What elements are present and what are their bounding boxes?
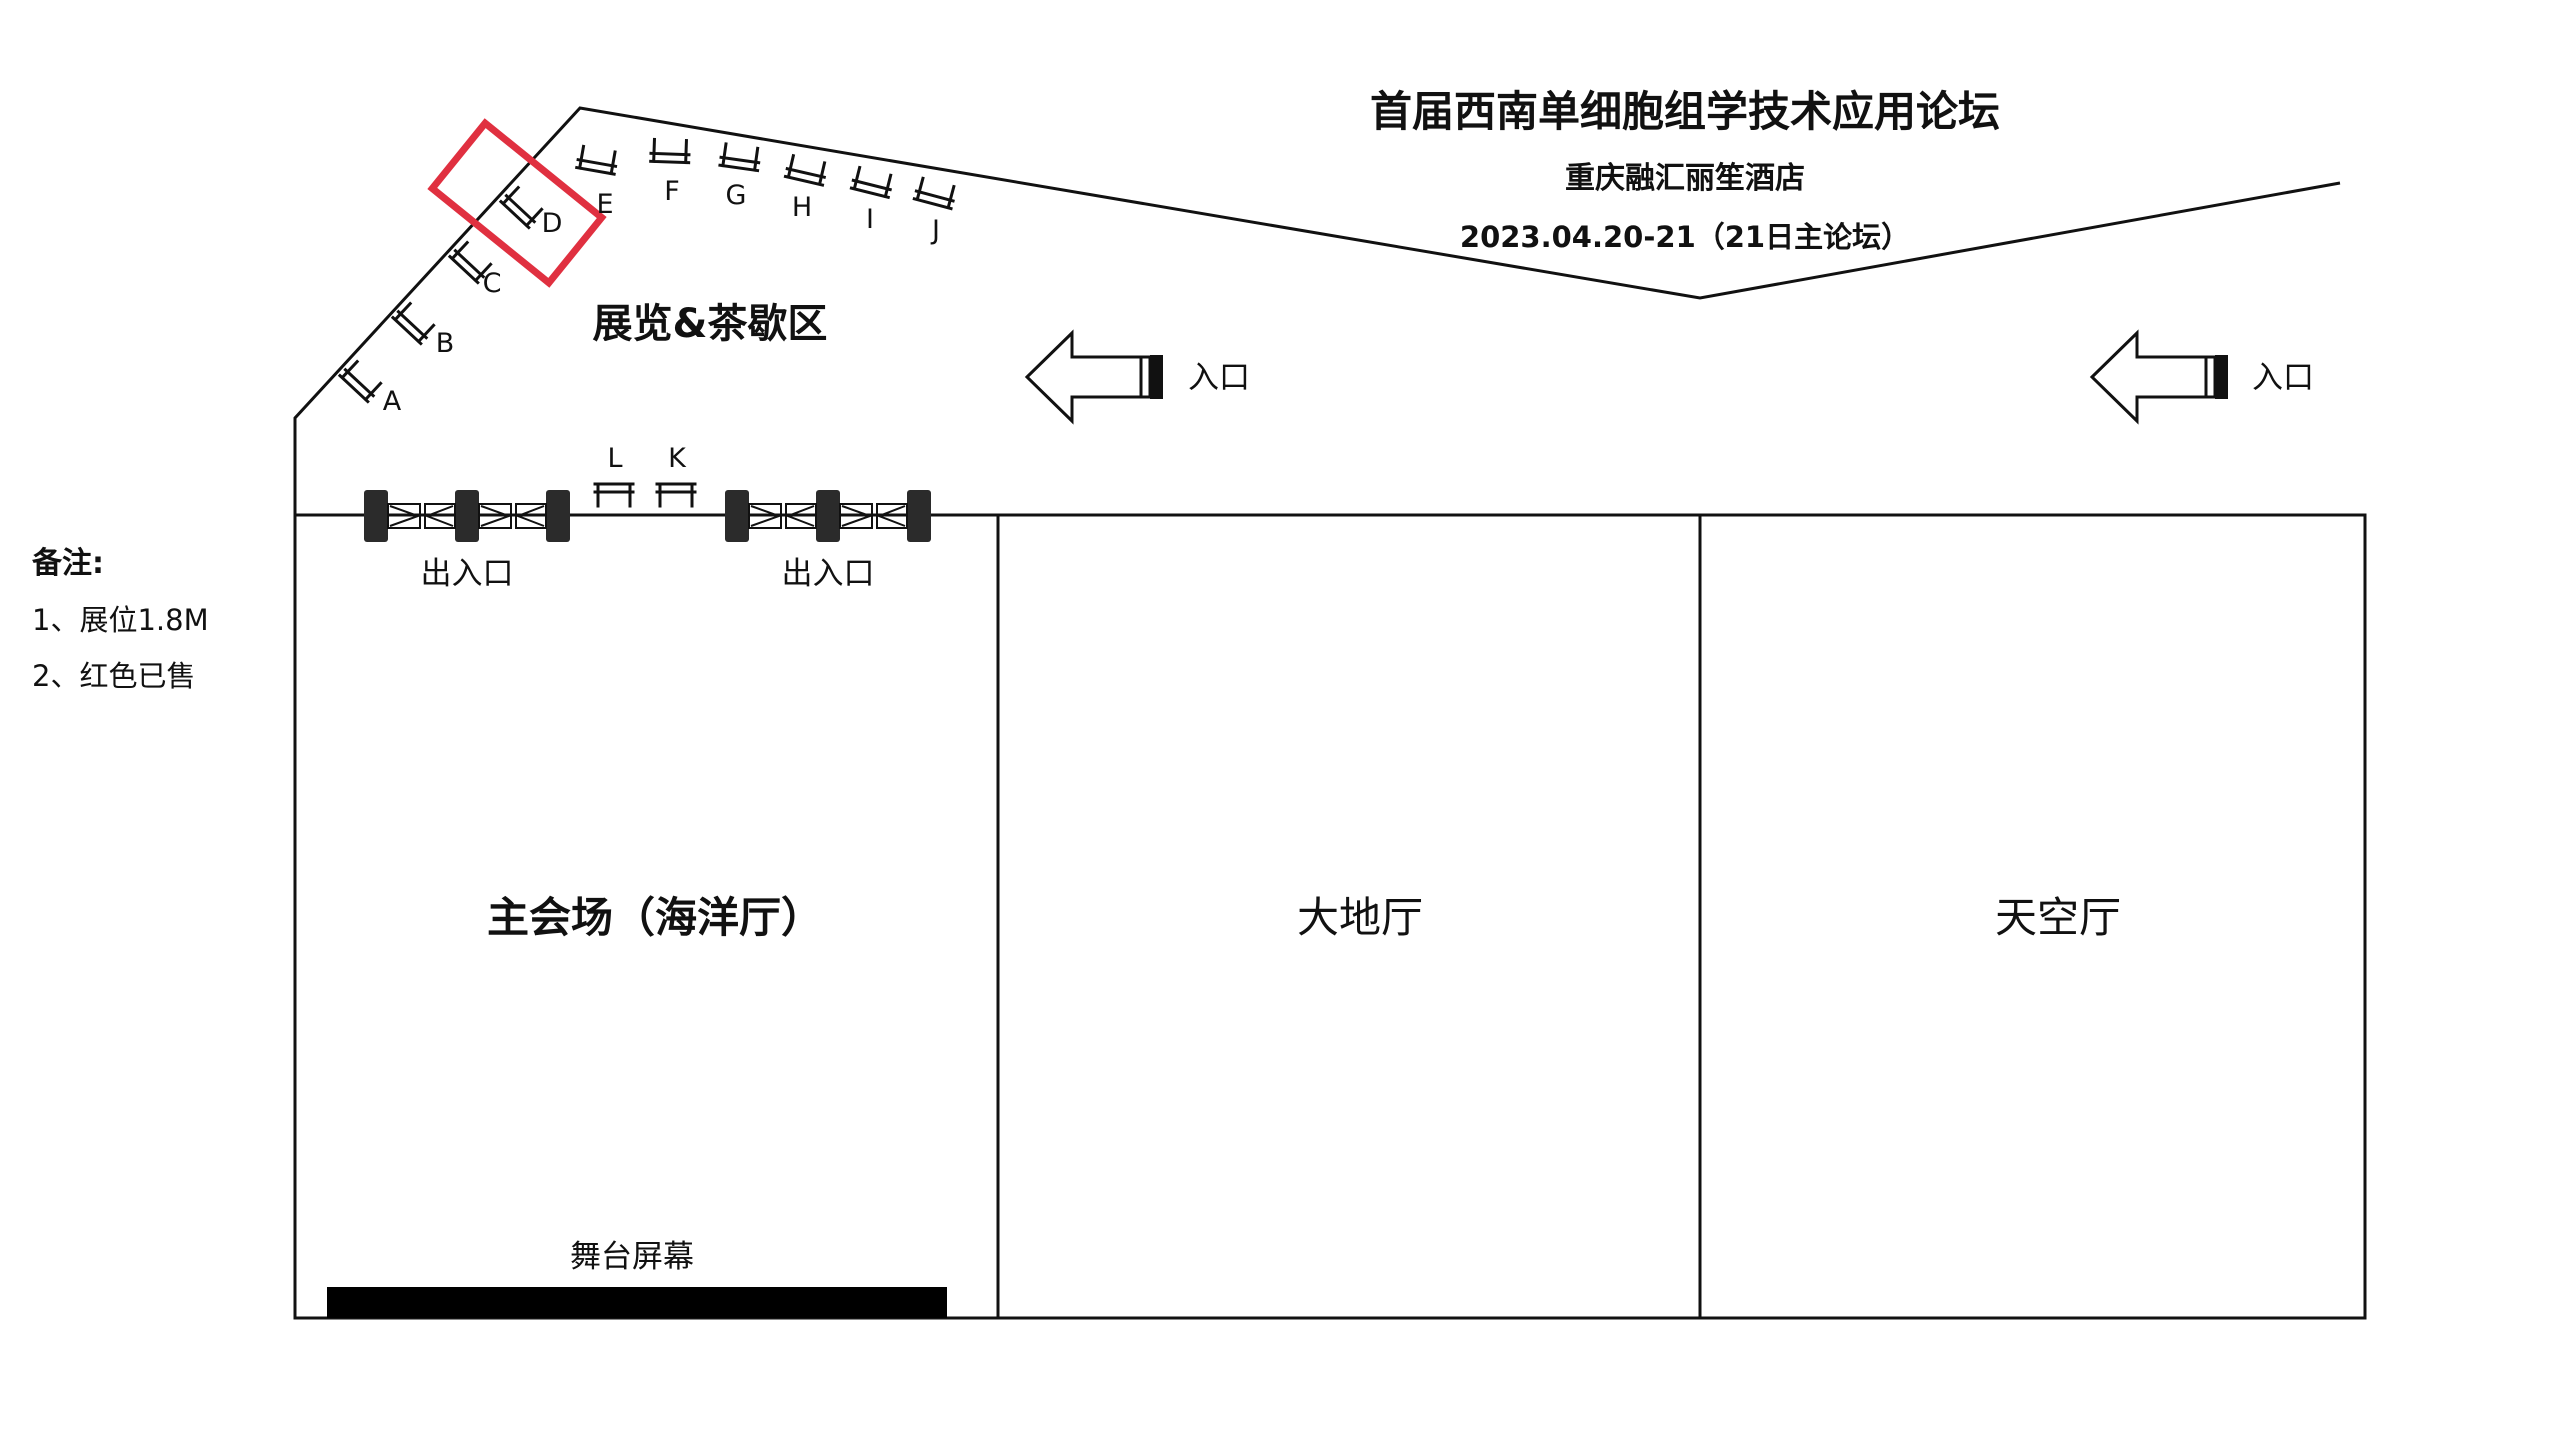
booth-label: B xyxy=(436,328,455,359)
booth-l[interactable]: L xyxy=(593,443,635,508)
arrow-left-icon xyxy=(2089,329,2217,425)
exit-label-2: 出入口 xyxy=(782,556,875,592)
booth-g[interactable]: G xyxy=(718,142,761,211)
sky-hall-outline xyxy=(1698,513,2367,1320)
booth-label: I xyxy=(866,204,874,235)
door-post xyxy=(907,490,931,542)
booth-table-icon xyxy=(574,144,618,176)
exit-label-1: 出入口 xyxy=(421,556,514,592)
event-date: 2023.04.20-21（21日主论坛） xyxy=(1460,220,1910,254)
outer-wall xyxy=(293,106,2341,515)
booth-table-icon xyxy=(447,240,493,285)
booth-table-icon xyxy=(593,482,635,508)
booth-table-icon xyxy=(498,185,544,230)
booth-label: L xyxy=(607,443,622,474)
booth-label: K xyxy=(668,443,687,474)
earth-hall-label[interactable]: 大地厅 xyxy=(1297,893,1423,942)
booth-a[interactable]: A xyxy=(337,359,402,417)
exit-doors-1[interactable] xyxy=(364,490,570,542)
booth-j[interactable]: J xyxy=(912,176,956,246)
sky-hall-label[interactable]: 天空厅 xyxy=(1995,893,2121,942)
booth-table-icon xyxy=(718,142,761,173)
booth-i[interactable]: I xyxy=(849,165,893,235)
booth-table-icon xyxy=(849,165,893,200)
sold-highlight-box xyxy=(427,118,607,288)
entrance-arrow-1[interactable] xyxy=(1024,329,1163,425)
booth-table-icon xyxy=(912,176,956,211)
stage-screen xyxy=(327,1287,947,1318)
booth-label: A xyxy=(383,386,402,417)
booth-d[interactable]: D xyxy=(498,185,563,239)
venue-name: 重庆融汇丽笙酒店 xyxy=(1565,161,1805,196)
booth-b[interactable]: B xyxy=(390,301,455,359)
door-leaf-icon xyxy=(839,503,908,529)
note-item-1: 1、展位1.8M xyxy=(32,603,209,637)
booth-label: J xyxy=(930,215,940,246)
booth-label: G xyxy=(726,180,747,211)
exhibition-zone-label: 展览&茶歇区 xyxy=(593,301,828,347)
booth-label: D xyxy=(542,208,563,239)
note-item-2: 2、红色已售 xyxy=(32,659,195,693)
door-post xyxy=(546,490,570,542)
entrance-label-1: 入口 xyxy=(1188,360,1250,396)
booth-h[interactable]: H xyxy=(783,153,827,223)
event-title: 首届西南单细胞组学技术应用论坛 xyxy=(1370,87,2000,136)
entrance-door-mark xyxy=(1150,355,1163,399)
booth-table-icon xyxy=(783,153,827,187)
booth-table-icon xyxy=(337,359,383,404)
door-leaf-icon xyxy=(387,503,456,529)
stage-label: 舞台屏幕 xyxy=(570,1239,694,1275)
door-leaf-icon xyxy=(748,503,817,529)
booth-c[interactable]: C xyxy=(447,240,502,299)
booth-table-icon xyxy=(655,482,697,508)
booth-label: C xyxy=(483,268,502,299)
door-post xyxy=(725,490,749,542)
exit-doors-2[interactable] xyxy=(725,490,931,542)
door-post xyxy=(364,490,388,542)
door-post xyxy=(455,490,479,542)
booth-label: F xyxy=(664,176,680,207)
booth-table-icon xyxy=(390,301,436,346)
entrance-label-2: 入口 xyxy=(2252,360,2314,396)
booth-label: H xyxy=(792,192,812,223)
entrance-door-mark xyxy=(2215,355,2228,399)
booth-k[interactable]: K xyxy=(655,443,697,508)
booth-label: E xyxy=(596,189,613,220)
entrance-arrow-2[interactable] xyxy=(2089,329,2228,425)
booth-e[interactable]: E xyxy=(574,144,618,220)
booth-table-icon xyxy=(649,137,691,165)
main-hall-label[interactable]: 主会场（海洋厅） xyxy=(487,893,823,942)
booth-f[interactable]: F xyxy=(649,137,691,207)
door-post xyxy=(816,490,840,542)
booths-layer: A BC D E F G H I J L K xyxy=(337,137,956,508)
arrow-left-icon xyxy=(1024,329,1152,425)
notes-title: 备注: xyxy=(32,546,104,581)
door-leaf-icon xyxy=(478,503,547,529)
